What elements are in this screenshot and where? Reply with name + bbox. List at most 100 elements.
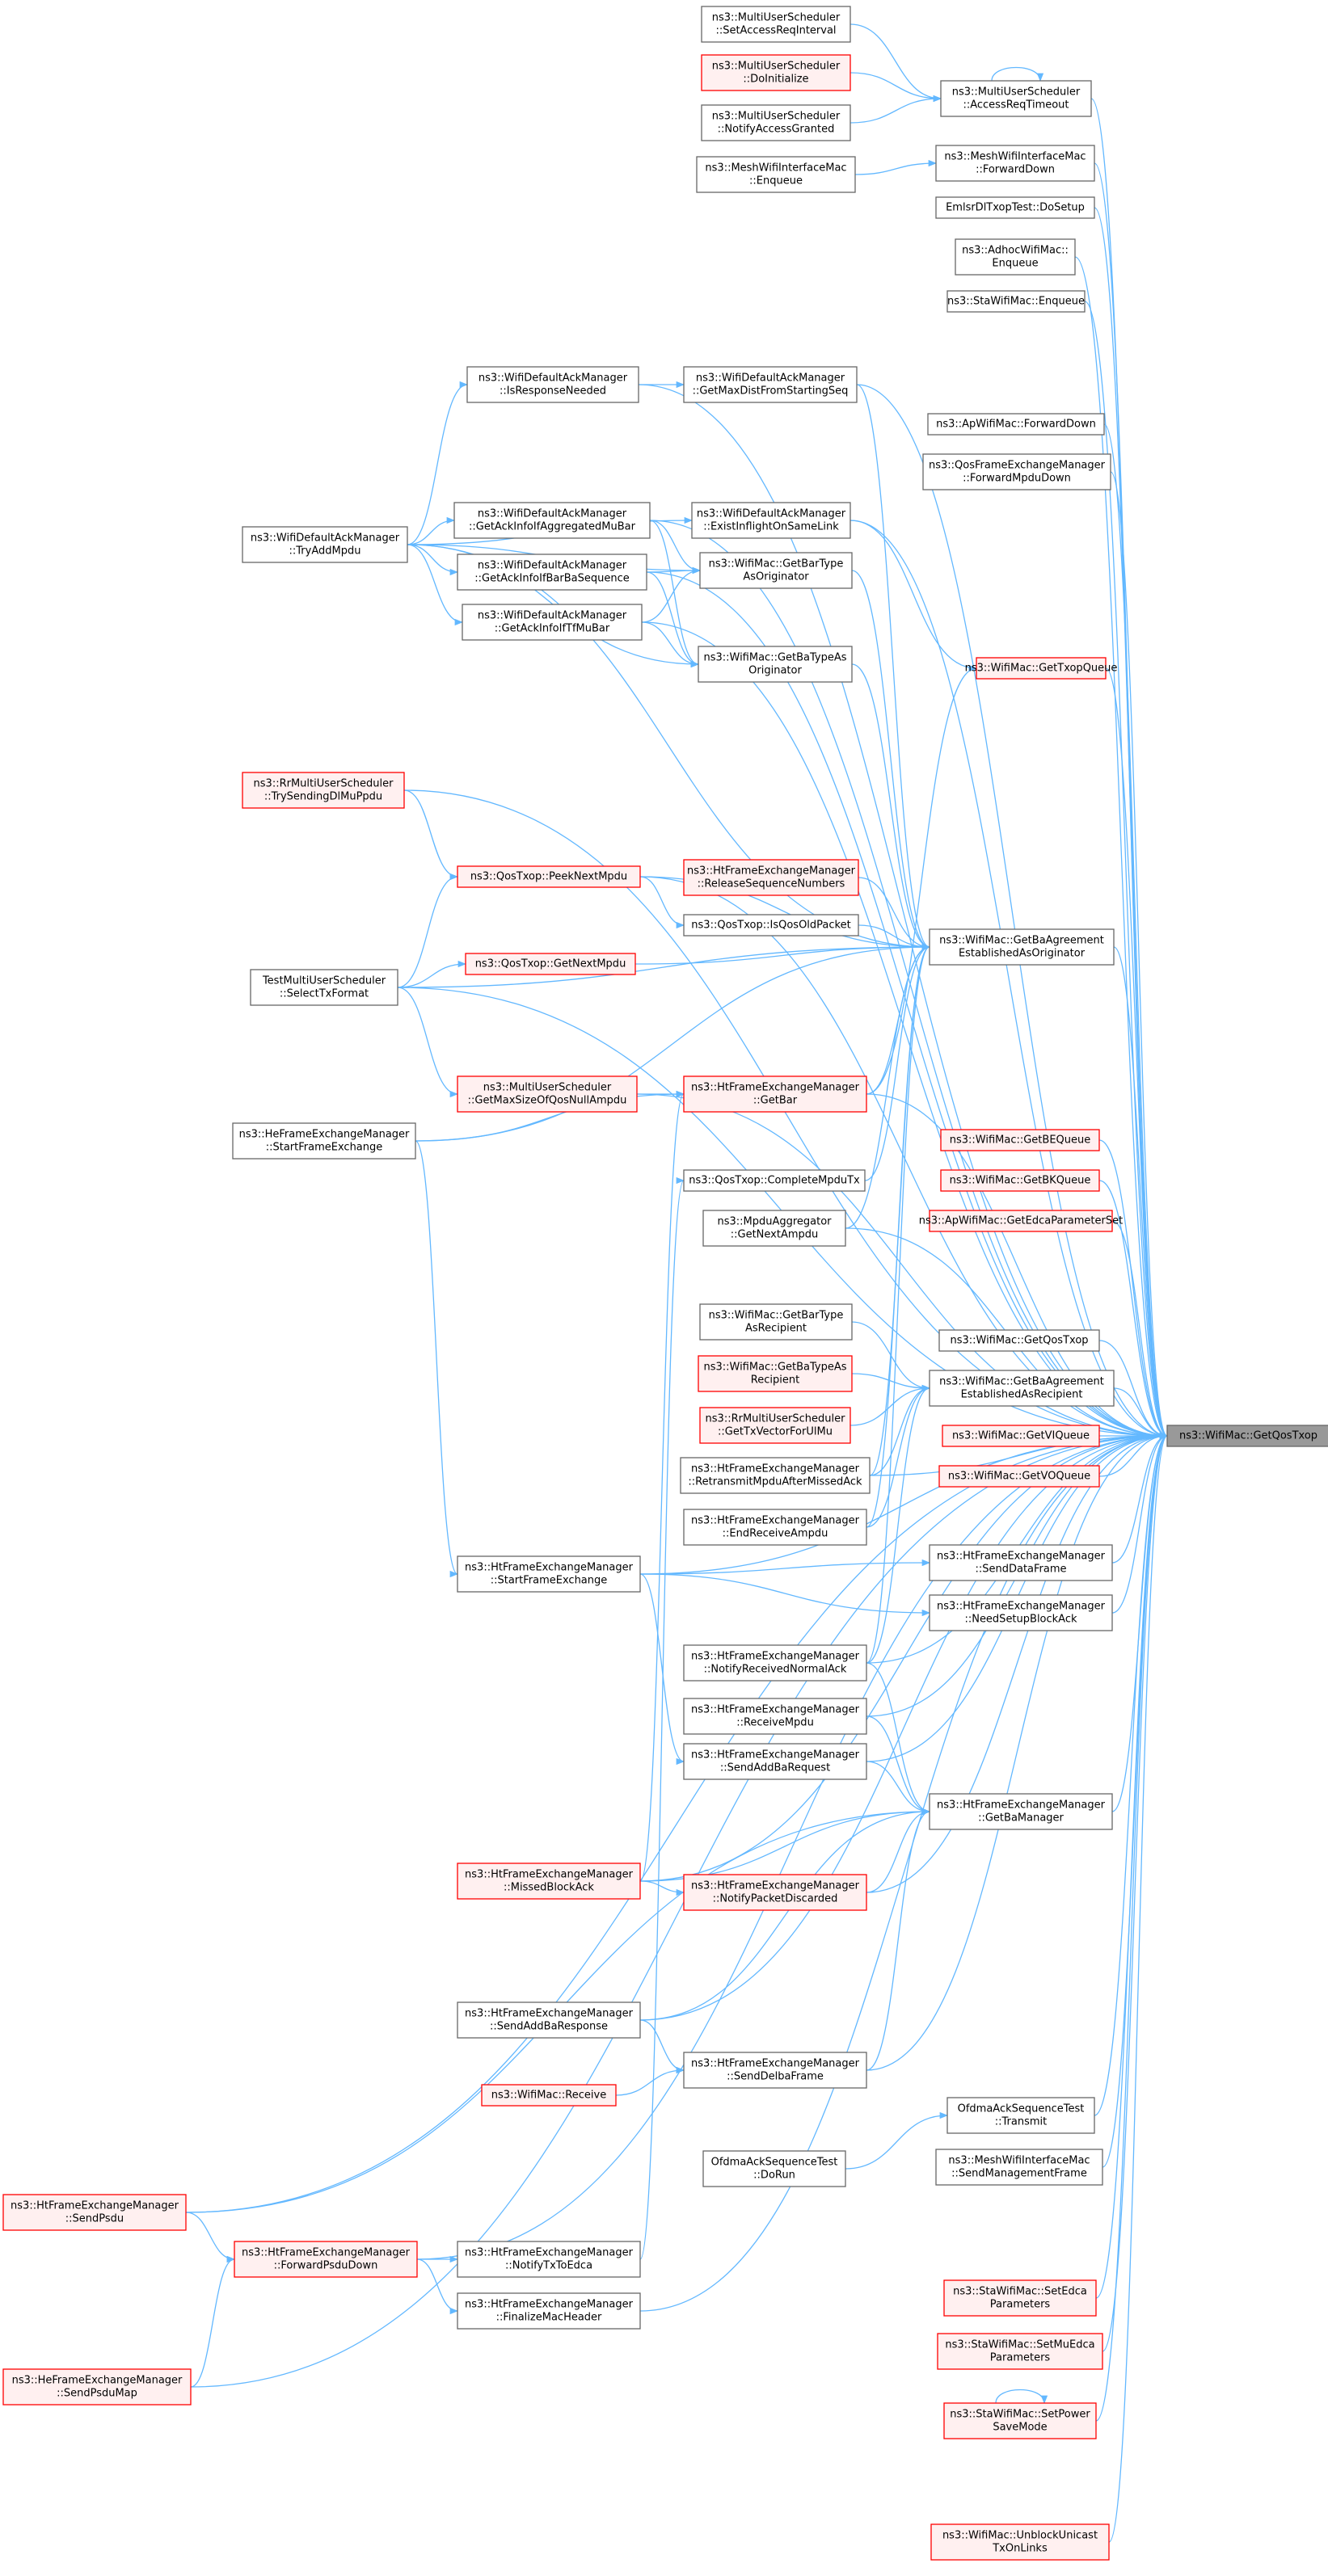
node-testmultiuserscheduler-selecttxformat[interactable]: TestMultiUserScheduler::SelectTxFormat — [250, 969, 398, 1006]
node-label: ::Enqueue — [749, 175, 803, 187]
node-multiuserscheduler-doinitialize[interactable]: ns3::MultiUserScheduler::DoInitialize — [701, 54, 851, 91]
node-label: OfdmaAckSequenceTest — [711, 2157, 838, 2169]
node-label: ::DoRun — [753, 2170, 795, 2182]
node-meshwifiinterfacemac-sendmanagementframe[interactable]: ns3::MeshWifiInterfaceMac::SendManagemen… — [935, 2149, 1103, 2186]
node-multiuserscheduler-notifyaccessgranted[interactable]: ns3::MultiUserScheduler::NotifyAccessGra… — [701, 104, 851, 141]
node-wifidefaultackmanager-getackinfoiftfmubar[interactable]: ns3::WifiDefaultAckManager::GetAckInfoIf… — [462, 604, 643, 641]
node-htframeexchangemanager-getbamanager[interactable]: ns3::HtFrameExchangeManager::GetBaManage… — [929, 1793, 1113, 1830]
node-apwifimac-getedcaparameterset[interactable]: ns3::ApWifiMac::GetEdcaParameterSet — [919, 1210, 1123, 1232]
node-box — [457, 2241, 641, 2278]
node-wifimac-getbequeue[interactable]: ns3::WifiMac::GetBEQueue — [940, 1129, 1100, 1151]
node-label: TxOnLinks — [992, 2543, 1048, 2555]
node-wifimac-getbaagreementestablishedasrecipient[interactable]: ns3::WifiMac::GetBaAgreementEstablishedA… — [929, 1370, 1115, 1407]
node-heframeexchangemanager-sendpsdumap[interactable]: ns3::HeFrameExchangeManager::SendPsduMap — [2, 2368, 192, 2406]
edge-wm_getbeq-to-root — [1098, 1139, 1169, 1440]
edge-htfem_senddata-to-root — [1111, 1432, 1169, 1564]
node-qostxop-peeknextmpdu[interactable]: ns3::QosTxop::PeekNextMpdu — [457, 865, 641, 888]
node-htframeexchangemanager-startframeexchange[interactable]: ns3::HtFrameExchangeManager::StartFrameE… — [457, 1555, 641, 1593]
node-emlsrdltxoptest-dosetup[interactable]: EmlsrDlTxopTest::DoSetup — [935, 196, 1095, 219]
node-label: ::FinalizeMacHeader — [496, 2312, 602, 2324]
node-meshwifiinterfacemac-enqueue[interactable]: ns3::MeshWifiInterfaceMac::Enqueue — [696, 156, 856, 193]
node-stawifimac-enqueue[interactable]: ns3::StaWifiMac::Enqueue — [946, 290, 1086, 313]
node-label: Recipient — [751, 1374, 799, 1387]
node-htframeexchangemanager-receivempdu[interactable]: ns3::HtFrameExchangeManager::ReceiveMpdu — [683, 1698, 867, 1735]
node-wifidefaultackmanager-getmaxdistfromstartingseq[interactable]: ns3::WifiDefaultAckManager::GetMaxDistFr… — [683, 366, 858, 403]
node-wifimac-getbkqueue[interactable]: ns3::WifiMac::GetBKQueue — [940, 1169, 1100, 1192]
node-label: ::StartFrameExchange — [491, 1575, 608, 1587]
node-htframeexchangemanager-senddataframe[interactable]: ns3::HtFrameExchangeManager::SendDataFra… — [929, 1544, 1113, 1581]
node-htframeexchangemanager-endreceiveampdu[interactable]: ns3::HtFrameExchangeManager::EndReceiveA… — [683, 1509, 867, 1546]
node-wifimac-getqostxop[interactable]: ns3::WifiMac::GetQosTxop — [1166, 1425, 1328, 1447]
node-qostxop-isqosoldpacket[interactable]: ns3::QosTxop::IsQosOldPacket — [683, 914, 859, 937]
node-htframeexchangemanager-releasesequencenumbers[interactable]: ns3::HtFrameExchangeManager::ReleaseSequ… — [683, 859, 859, 896]
node-box — [683, 1743, 867, 1780]
node-wifimac-getbaagreementestablishedasoriginator[interactable]: ns3::WifiMac::GetBaAgreementEstablishedA… — [929, 928, 1115, 966]
node-label: ::ForwardPsduDown — [274, 2260, 378, 2272]
node-apwifimac-forwarddown[interactable]: ns3::ApWifiMac::ForwardDown — [927, 413, 1105, 436]
node-wifidefaultackmanager-isresponseneeded[interactable]: ns3::WifiDefaultAckManager::IsResponseNe… — [466, 366, 639, 403]
node-label: ::TryAddMpdu — [289, 545, 361, 558]
node-multiuserscheduler-accessreqtimeout[interactable]: ns3::MultiUserScheduler::AccessReqTimeou… — [940, 80, 1092, 117]
node-wifimac-getvoqueue[interactable]: ns3::WifiMac::GetVOQueue — [938, 1465, 1100, 1488]
node-htframeexchangemanager-senddelbaframe[interactable]: ns3::HtFrameExchangeManager::SendDelbaFr… — [683, 2052, 867, 2089]
node-ofdmaacksequencetest-transmit[interactable]: OfdmaAckSequenceTest::Transmit — [946, 2097, 1095, 2134]
node-wifimac-receive[interactable]: ns3::WifiMac::Receive — [481, 2084, 617, 2107]
node-wifidefaultackmanager-existinflightonsamelink[interactable]: ns3::WifiDefaultAckManager::ExistInfligh… — [691, 502, 851, 539]
node-label: ns3::StaWifiMac::SetEdca — [953, 2286, 1087, 2298]
edge-mus_setacc-to-mus_accto — [849, 23, 942, 103]
node-label: ::TrySendingDlMuPpdu — [264, 791, 382, 803]
node-wifimac-getqostxop[interactable]: ns3::WifiMac::GetQosTxop — [938, 1329, 1100, 1352]
node-multiuserscheduler-setaccessreqinterval[interactable]: ns3::MultiUserScheduler::SetAccessReqInt… — [701, 6, 851, 43]
node-meshwifiinterfacemac-forwarddown[interactable]: ns3::MeshWifiInterfaceMac::ForwardDown — [935, 145, 1095, 182]
node-label: Enqueue — [992, 258, 1038, 270]
node-htframeexchangemanager-notifypacketdiscarded[interactable]: ns3::HtFrameExchangeManager::NotifyPacke… — [683, 1874, 867, 1911]
node-heframeexchangemanager-startframeexchange[interactable]: ns3::HeFrameExchangeManager::StartFrameE… — [232, 1122, 416, 1160]
node-multiuserscheduler-getmaxsizeofqosnullampdu[interactable]: ns3::MultiUserScheduler::GetMaxSizeOfQos… — [457, 1075, 638, 1113]
node-label: ns3::QosTxop::GetNextMpdu — [475, 958, 626, 970]
node-htframeexchangemanager-finalizemacheader[interactable]: ns3::HtFrameExchangeManager::FinalizeMac… — [457, 2292, 641, 2330]
node-label: ::GetTxVectorForUlMu — [718, 1426, 833, 1438]
node-qostxop-completempdutx[interactable]: ns3::QosTxop::CompleteMpduTx — [683, 1169, 866, 1192]
node-rrmultiuserscheduler-trysendingdlmuppdu[interactable]: ns3::RrMultiUserScheduler::TrySendingDlM… — [242, 772, 405, 809]
node-adhocwifimac-enqueue[interactable]: ns3::AdhocWifiMac::Enqueue — [955, 238, 1076, 276]
edge-wdam_tryadd-to-wdam_tfmubar — [407, 544, 464, 626]
node-htframeexchangemanager-sendaddbarequest[interactable]: ns3::HtFrameExchangeManager::SendAddBaRe… — [683, 1743, 867, 1780]
node-box — [2, 2368, 192, 2406]
node-box — [701, 54, 851, 91]
node-htframeexchangemanager-getbar[interactable]: ns3::HtFrameExchangeManager::GetBar — [683, 1075, 867, 1113]
node-label: ns3::WifiMac::UnblockUnicast — [942, 2530, 1098, 2542]
node-wifidefaultackmanager-tryaddmpdu[interactable]: ns3::WifiDefaultAckManager::TryAddMpdu — [242, 526, 408, 563]
node-box — [937, 2333, 1103, 2370]
edge-htfem_endrecv-to-wm_getbarec — [866, 1384, 931, 1528]
node-htframeexchangemanager-notifyreceivednormalack[interactable]: ns3::HtFrameExchangeManager::NotifyRecei… — [683, 1644, 867, 1682]
node-rrmultiuserscheduler-gettxvectorforulmu[interactable]: ns3::RrMultiUserScheduler::GetTxVectorFo… — [699, 1407, 851, 1444]
node-htframeexchangemanager-retransmitmpduaftermissedack[interactable]: ns3::HtFrameExchangeManager::RetransmitM… — [680, 1457, 871, 1494]
node-wifimac-gettxopqueue[interactable]: ns3::WifiMac::GetTxopQueue — [965, 657, 1118, 680]
node-ofdmaacksequencetest-dorun[interactable]: OfdmaAckSequenceTest::DoRun — [702, 2150, 846, 2187]
node-mpduaggregator-getnextampdu[interactable]: ns3::MpduAggregator::GetNextAmpdu — [702, 1210, 846, 1247]
node-htframeexchangemanager-sendaddbaresponse[interactable]: ns3::HtFrameExchangeManager::SendAddBaRe… — [457, 2001, 641, 2039]
node-htframeexchangemanager-missedblockack[interactable]: ns3::HtFrameExchangeManager::MissedBlock… — [457, 1863, 641, 1900]
node-label: ns3::WifiMac::GetVOQueue — [948, 1471, 1090, 1483]
node-qostxop-getnextmpdu[interactable]: ns3::QosTxop::GetNextMpdu — [465, 953, 636, 975]
node-label: AsOriginator — [743, 571, 809, 583]
node-label: ns3::HtFrameExchangeManager — [11, 2200, 179, 2212]
node-htframeexchangemanager-forwardpsdudown[interactable]: ns3::HtFrameExchangeManager::ForwardPsdu… — [234, 2241, 418, 2278]
node-box — [683, 1874, 867, 1911]
node-htframeexchangemanager-sendpsdu[interactable]: ns3::HtFrameExchangeManager::SendPsdu — [2, 2194, 187, 2231]
node-wifidefaultackmanager-getackinfoifbarbasequence[interactable]: ns3::WifiDefaultAckManager::GetAckInfoIf… — [457, 554, 647, 591]
node-htframeexchangemanager-needsetupblockack[interactable]: ns3::HtFrameExchangeManager::NeedSetupBl… — [929, 1594, 1113, 1631]
node-htframeexchangemanager-notifytxtoedca[interactable]: ns3::HtFrameExchangeManager::NotifyTxToE… — [457, 2241, 641, 2278]
node-qosframeexchangemanager-forwardmpdudown[interactable]: ns3::QosFrameExchangeManager::ForwardMpd… — [922, 453, 1111, 490]
node-wifimac-getviqueue[interactable]: ns3::WifiMac::GetVIQueue — [942, 1425, 1100, 1447]
node-wifidefaultackmanager-getackinfoifaggregatedmubar[interactable]: ns3::WifiDefaultAckManager::GetAckInfoIf… — [453, 502, 651, 539]
node-box — [940, 1129, 1100, 1151]
